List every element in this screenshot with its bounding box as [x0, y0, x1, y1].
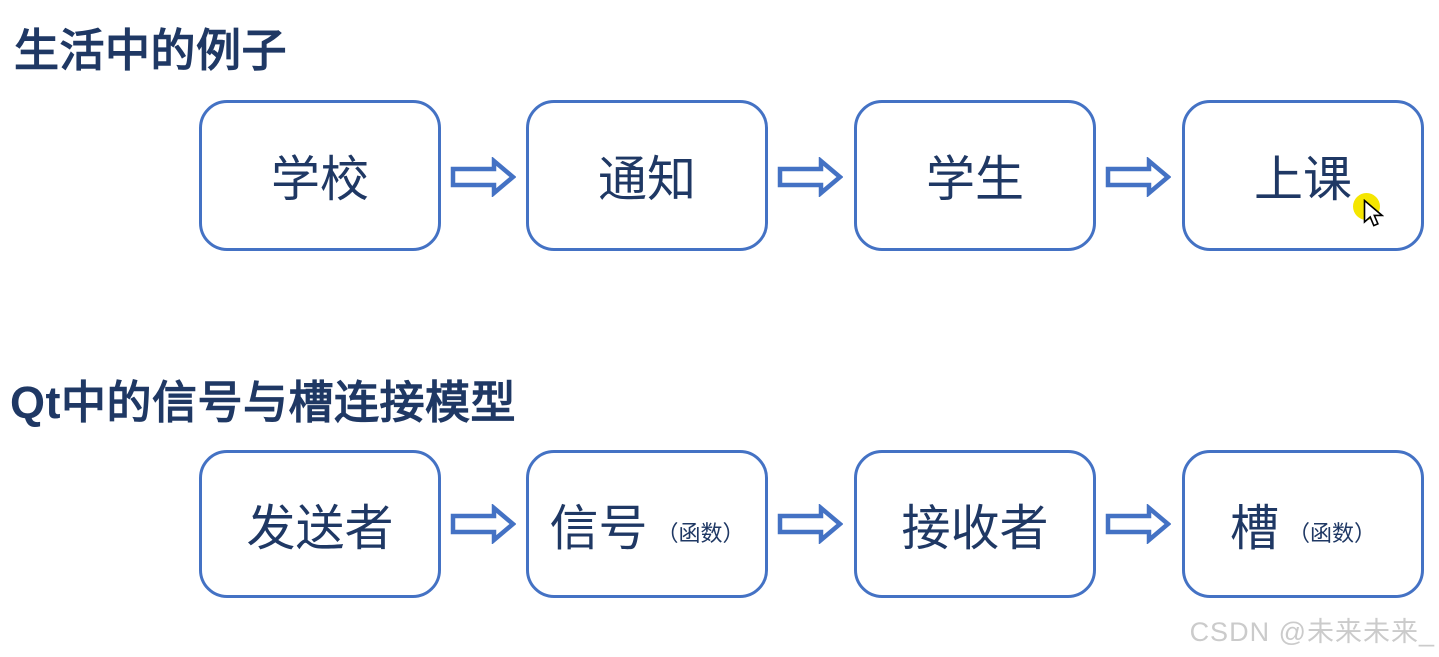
flow-box-label: 通知	[597, 153, 696, 207]
flow-box-sender: 发送者	[199, 450, 441, 598]
csdn-watermark: CSDN @未来未来_	[1189, 617, 1435, 647]
right-block-arrow-icon	[777, 157, 843, 197]
right-block-arrow-icon	[1105, 157, 1171, 197]
flow-box-slot: 槽 （函数）	[1182, 450, 1424, 598]
flow-box-label: 发送者	[246, 501, 394, 556]
flow-box-label: 信号	[549, 501, 648, 556]
flow-box-label: 接收者	[901, 501, 1049, 556]
flow-box-label: 学校	[270, 153, 369, 207]
flow-box-class: 上课	[1182, 100, 1424, 251]
flow-box-school: 学校	[199, 100, 441, 251]
flow-box-sublabel: （函数）	[1288, 521, 1377, 546]
flow-box-notice: 通知	[526, 100, 768, 251]
right-block-arrow-icon	[450, 504, 516, 544]
flow-box-label: 上课	[1253, 153, 1352, 207]
mouse-pointer-icon	[1363, 199, 1384, 227]
right-block-arrow-icon	[777, 504, 843, 544]
right-block-arrow-icon	[450, 157, 516, 197]
right-block-arrow-icon	[1105, 504, 1171, 544]
flow-box-receiver: 接收者	[854, 450, 1096, 598]
flow-box-label: 学生	[925, 153, 1024, 207]
flow-box-label: 槽	[1229, 501, 1279, 556]
flow-box-sublabel: （函数）	[656, 521, 745, 546]
flow-box-signal: 信号 （函数）	[526, 450, 768, 598]
section-qt-title: Qt中的信号与槽连接模型	[10, 377, 516, 428]
flow-box-student: 学生	[854, 100, 1096, 251]
section-life-title: 生活中的例子	[14, 25, 288, 76]
